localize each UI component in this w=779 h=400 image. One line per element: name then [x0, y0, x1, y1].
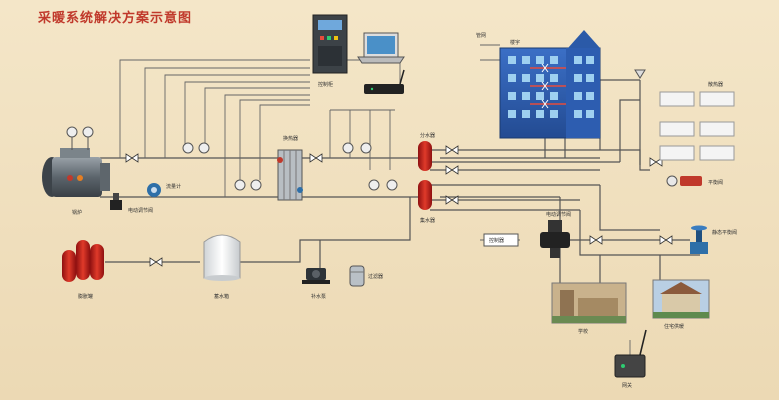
- pipe-network: [100, 44, 700, 360]
- water-pump-label: 补水泵: [311, 293, 326, 300]
- expansion-tank-label: 膨胀罐: [78, 293, 93, 300]
- laptop-icon[interactable]: [357, 32, 405, 64]
- water-tank[interactable]: [203, 234, 241, 281]
- balance-valve-label: 平衡阀: [708, 179, 723, 186]
- boiler[interactable]: [42, 126, 110, 197]
- school-label: 学校: [578, 328, 588, 335]
- residential-label: 住宅供暖: [664, 323, 684, 330]
- water-pump[interactable]: [302, 268, 330, 284]
- water-tank-label: 蓄水箱: [214, 293, 229, 300]
- residential-photo[interactable]: [652, 279, 710, 319]
- radiator-label: 散热器: [708, 81, 723, 88]
- static-balance-valve-label: 静态平衡阀: [712, 229, 737, 236]
- regulating-valve-label: 电动调节阀: [128, 207, 153, 214]
- flowmeter[interactable]: [147, 183, 161, 197]
- boiler-label: 锅炉: [72, 209, 82, 216]
- supply-header-label: 分水器: [420, 132, 435, 139]
- control-box[interactable]: [483, 233, 519, 247]
- building-label: 楼宇: [510, 39, 520, 46]
- building[interactable]: [499, 30, 601, 139]
- router-icon[interactable]: [364, 69, 405, 94]
- air-vent-icon: [634, 69, 646, 79]
- pressure-gauge-icon: [182, 142, 398, 191]
- gateway-label: 网关: [622, 382, 632, 389]
- return-header-label: 集水器: [420, 217, 435, 224]
- control-box-label: 控制器: [489, 237, 504, 244]
- regulating-valve[interactable]: [110, 193, 122, 210]
- pipe-network-label: 管网: [476, 32, 486, 39]
- supply-header[interactable]: [418, 141, 432, 171]
- balance-valve[interactable]: [666, 175, 702, 187]
- static-balance-valve[interactable]: [690, 225, 708, 255]
- radiator-group[interactable]: [659, 91, 735, 161]
- electric-control-valve[interactable]: [540, 220, 570, 258]
- flowmeter-label: 流量计: [166, 183, 181, 190]
- diagram-title: 采暖系统解决方案示意图: [38, 11, 193, 26]
- control-cabinet[interactable]: [312, 14, 348, 74]
- filter[interactable]: [349, 265, 365, 287]
- heat-exchanger-label: 换热器: [283, 135, 298, 142]
- school-photo[interactable]: [551, 282, 627, 324]
- return-header[interactable]: [418, 180, 432, 210]
- valve-icon: [125, 145, 673, 267]
- control-cabinet-label: 控制柜: [318, 81, 333, 88]
- heat-exchanger[interactable]: [277, 149, 303, 201]
- filter-label: 过滤器: [368, 273, 383, 280]
- expansion-tanks[interactable]: [62, 240, 104, 282]
- gateway-device[interactable]: [614, 329, 647, 378]
- electric-control-valve-label: 电动调节阀: [546, 211, 571, 218]
